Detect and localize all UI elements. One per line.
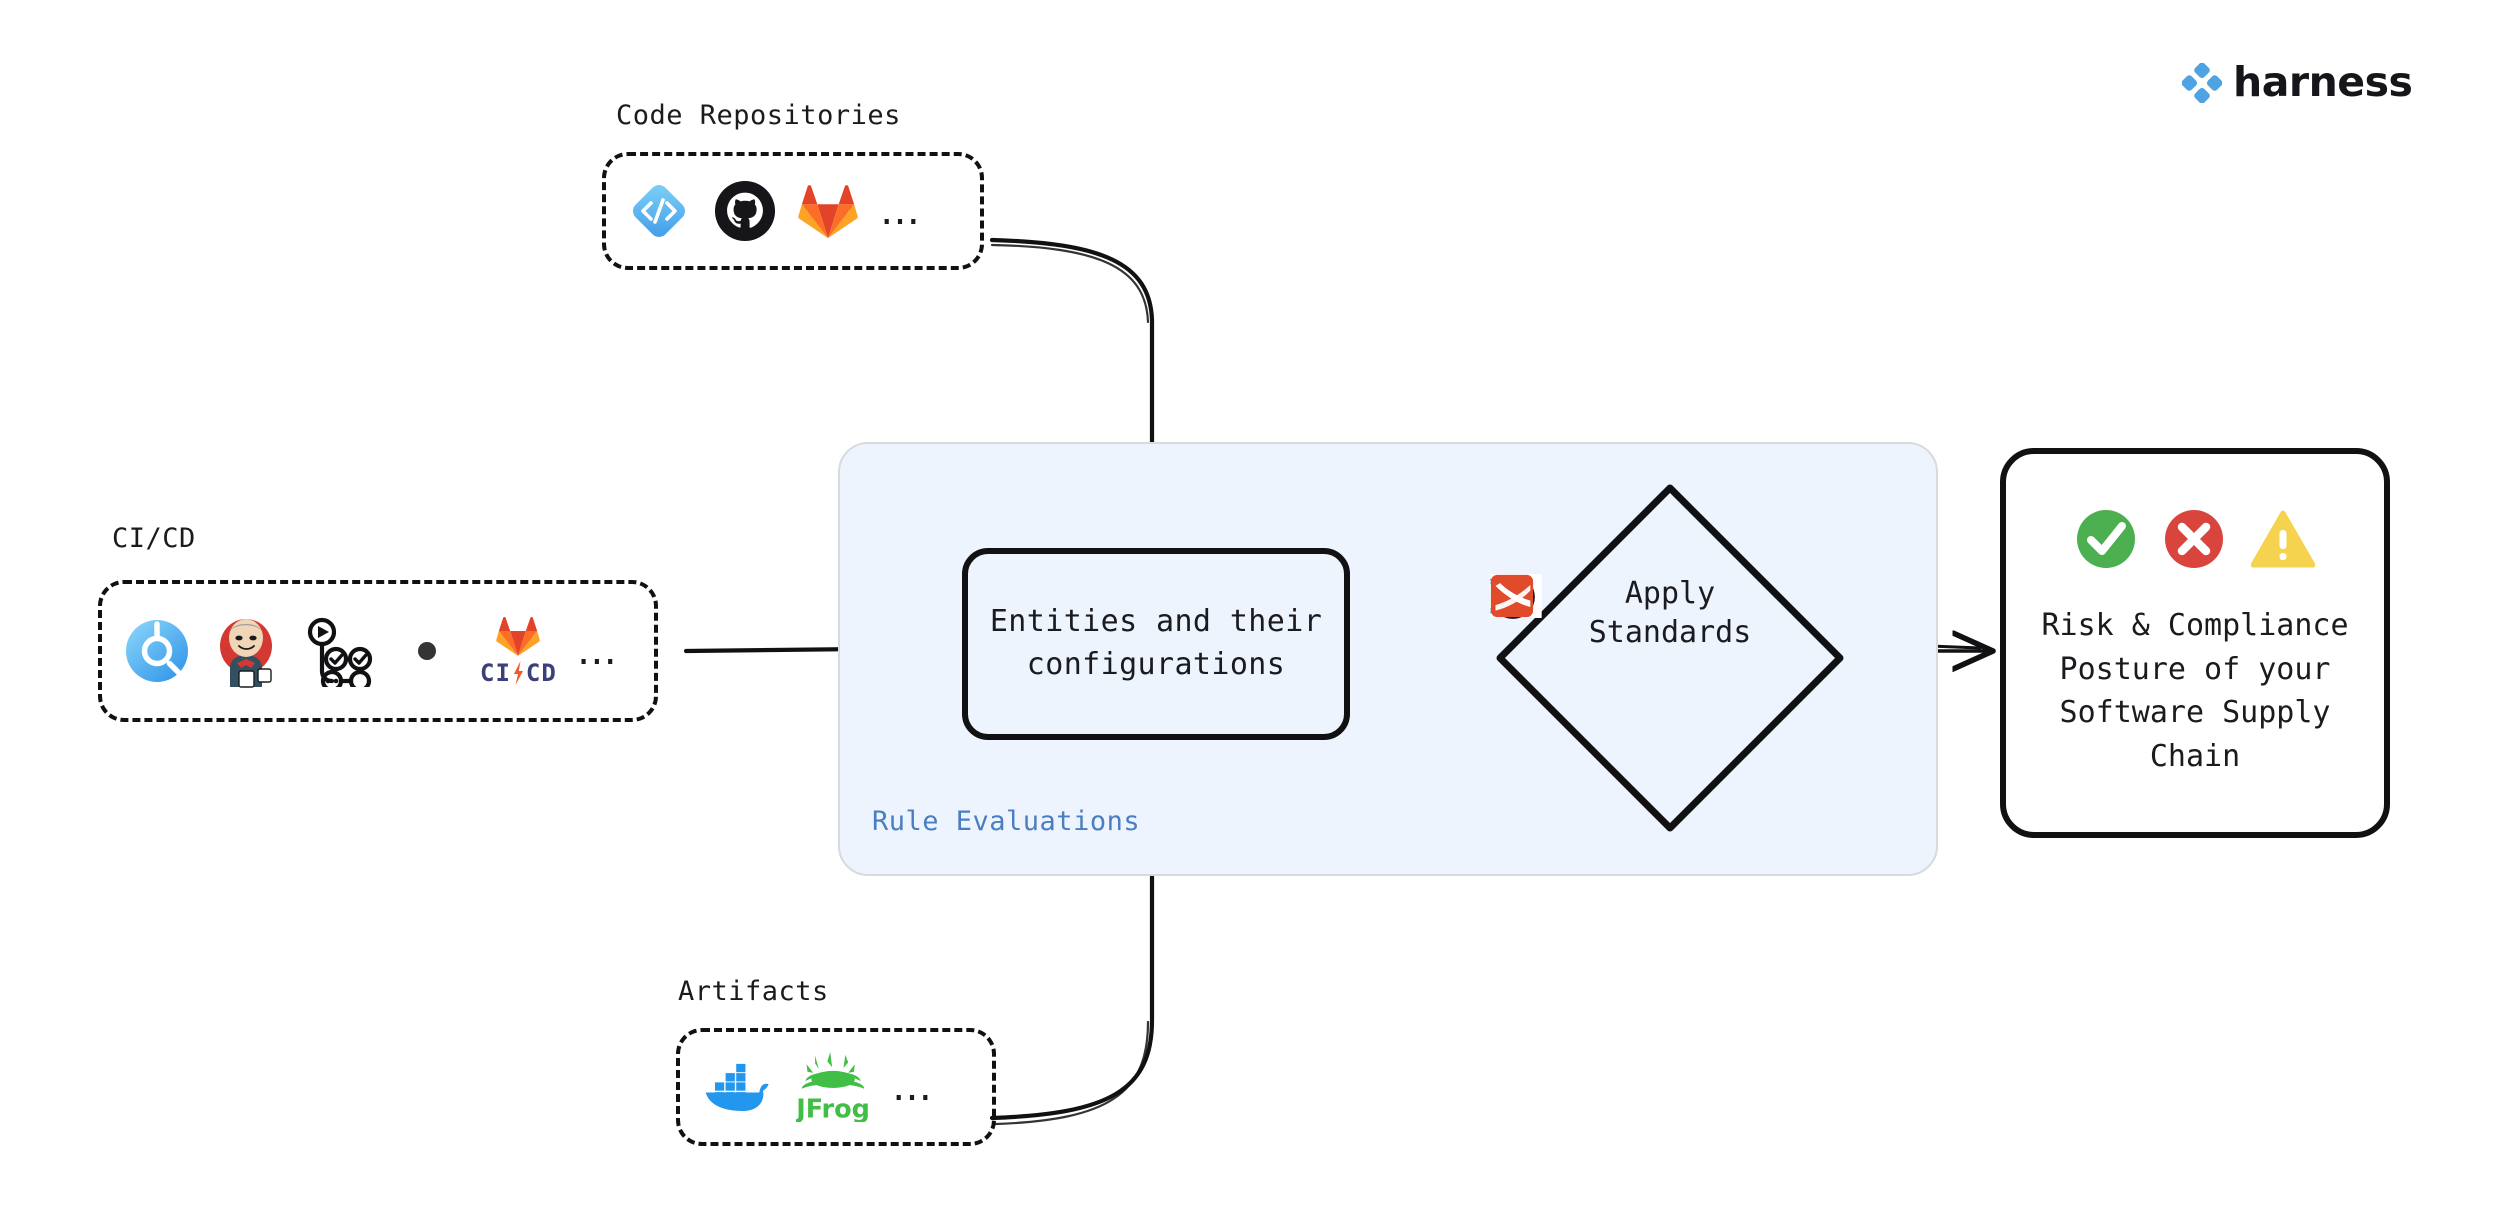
github-icon[interactable] — [714, 180, 776, 242]
apply-standards-label: Apply Standards — [1588, 576, 1752, 650]
code-repositories-group[interactable]: … — [602, 152, 984, 270]
gitlab-ci-label: CI — [480, 659, 511, 687]
cicd-group[interactable]: CI CD … — [98, 580, 658, 722]
risk-compliance-posture-node[interactable]: Risk & Compliance Posture of your Softwa… — [2000, 448, 2390, 838]
warning-triangle-icon[interactable] — [2251, 510, 2315, 568]
diamond-shape — [1496, 484, 1844, 832]
cicd-more[interactable]: … — [576, 628, 620, 674]
owasp-icon[interactable] — [1490, 574, 1534, 618]
svg-text:JFrog: JFrog — [796, 1094, 870, 1122]
docker-icon[interactable] — [702, 1057, 776, 1117]
circleci-icon[interactable] — [394, 618, 460, 684]
apply-standards-node[interactable]: Apply Standards CIS — [1490, 478, 1850, 838]
status-icon-row — [2075, 508, 2315, 570]
code-repositories-caption: Code Repositories — [616, 100, 901, 131]
artifacts-caption: Artifacts — [678, 976, 829, 1007]
gitlab-icon[interactable] — [798, 182, 858, 240]
jfrog-icon[interactable]: JFrog — [796, 1052, 872, 1122]
harness-wordmark: harness — [2233, 58, 2413, 106]
entities-and-configurations-node[interactable]: Entities and their configurations — [962, 548, 1350, 740]
jenkins-icon[interactable] — [210, 613, 282, 689]
code-repositories-more[interactable]: … — [880, 188, 923, 234]
cicd-caption: CI/CD — [112, 523, 196, 554]
outcome-label: Risk & Compliance Posture of your Softwa… — [2041, 608, 2349, 774]
success-check-icon[interactable] — [2075, 508, 2137, 570]
artifacts-group[interactable]: JFrog … — [676, 1028, 996, 1146]
artifacts-more[interactable]: … — [892, 1064, 935, 1110]
harness-ci-icon[interactable] — [124, 618, 190, 684]
harness-code-icon[interactable] — [626, 178, 692, 244]
entities-label: Entities and their configurations — [989, 604, 1323, 682]
harness-diamond-logo-icon — [2182, 62, 2222, 103]
gitlab-cd-label: CD — [525, 659, 557, 687]
github-actions-icon[interactable] — [302, 615, 374, 687]
lightning-bolt-icon — [513, 661, 523, 685]
harness-logo: harness — [2182, 58, 2413, 106]
rule-evaluations-label: Rule Evaluations — [872, 806, 1141, 837]
error-cross-icon[interactable] — [2163, 508, 2225, 570]
gitlab-cicd-icon[interactable]: CI CD — [480, 615, 557, 687]
